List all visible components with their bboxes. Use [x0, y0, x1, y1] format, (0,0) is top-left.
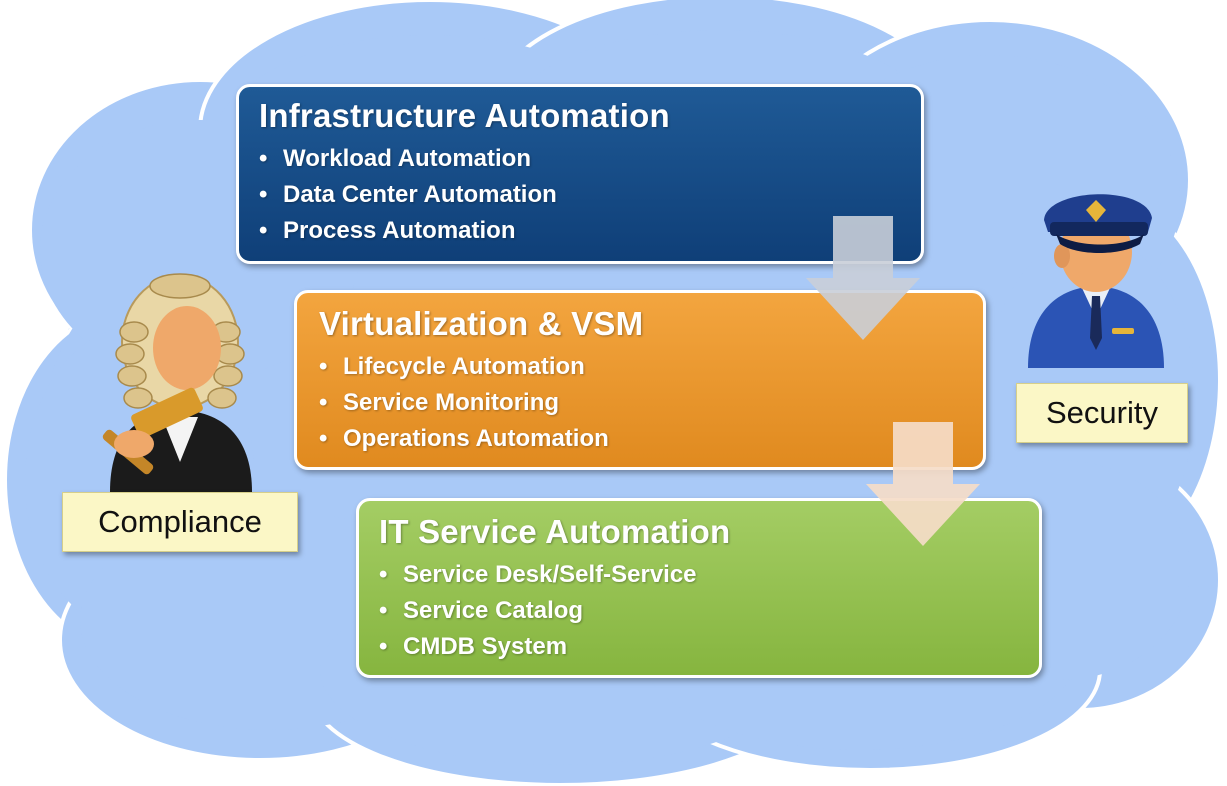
list-item: •Service Desk/Self-Service: [379, 561, 697, 588]
list-item: •Service Monitoring: [319, 389, 560, 416]
list-item: •Workload Automation: [259, 145, 531, 172]
virtualization-vsm-title: Virtualization & VSM: [319, 305, 644, 342]
infrastructure-automation-title: Infrastructure Automation: [259, 97, 670, 134]
list-item: •Process Automation: [259, 217, 516, 244]
list-item: •Lifecycle Automation: [319, 353, 585, 380]
police-officer-icon: [1028, 194, 1164, 368]
down-arrow-icon: [866, 422, 980, 546]
compliance-label: Compliance: [62, 492, 298, 552]
list-item: •Data Center Automation: [259, 181, 557, 208]
it-service-automation-title: IT Service Automation: [379, 513, 731, 550]
virtualization-vsm-list: •Lifecycle Automation •Service Monitorin…: [319, 349, 983, 457]
list-item: •CMDB System: [379, 633, 568, 660]
it-service-automation-list: •Service Desk/Self-Service •Service Cata…: [379, 557, 1039, 665]
judge-icon: [102, 273, 252, 492]
down-arrow-icon: [806, 216, 920, 340]
list-item: •Service Catalog: [379, 597, 584, 624]
infrastructure-automation-list: •Workload Automation •Data Center Automa…: [259, 141, 921, 249]
list-item: •Operations Automation: [319, 425, 609, 452]
infrastructure-automation-panel: Infrastructure Automation •Workload Auto…: [236, 84, 924, 264]
security-label: Security: [1016, 383, 1188, 443]
